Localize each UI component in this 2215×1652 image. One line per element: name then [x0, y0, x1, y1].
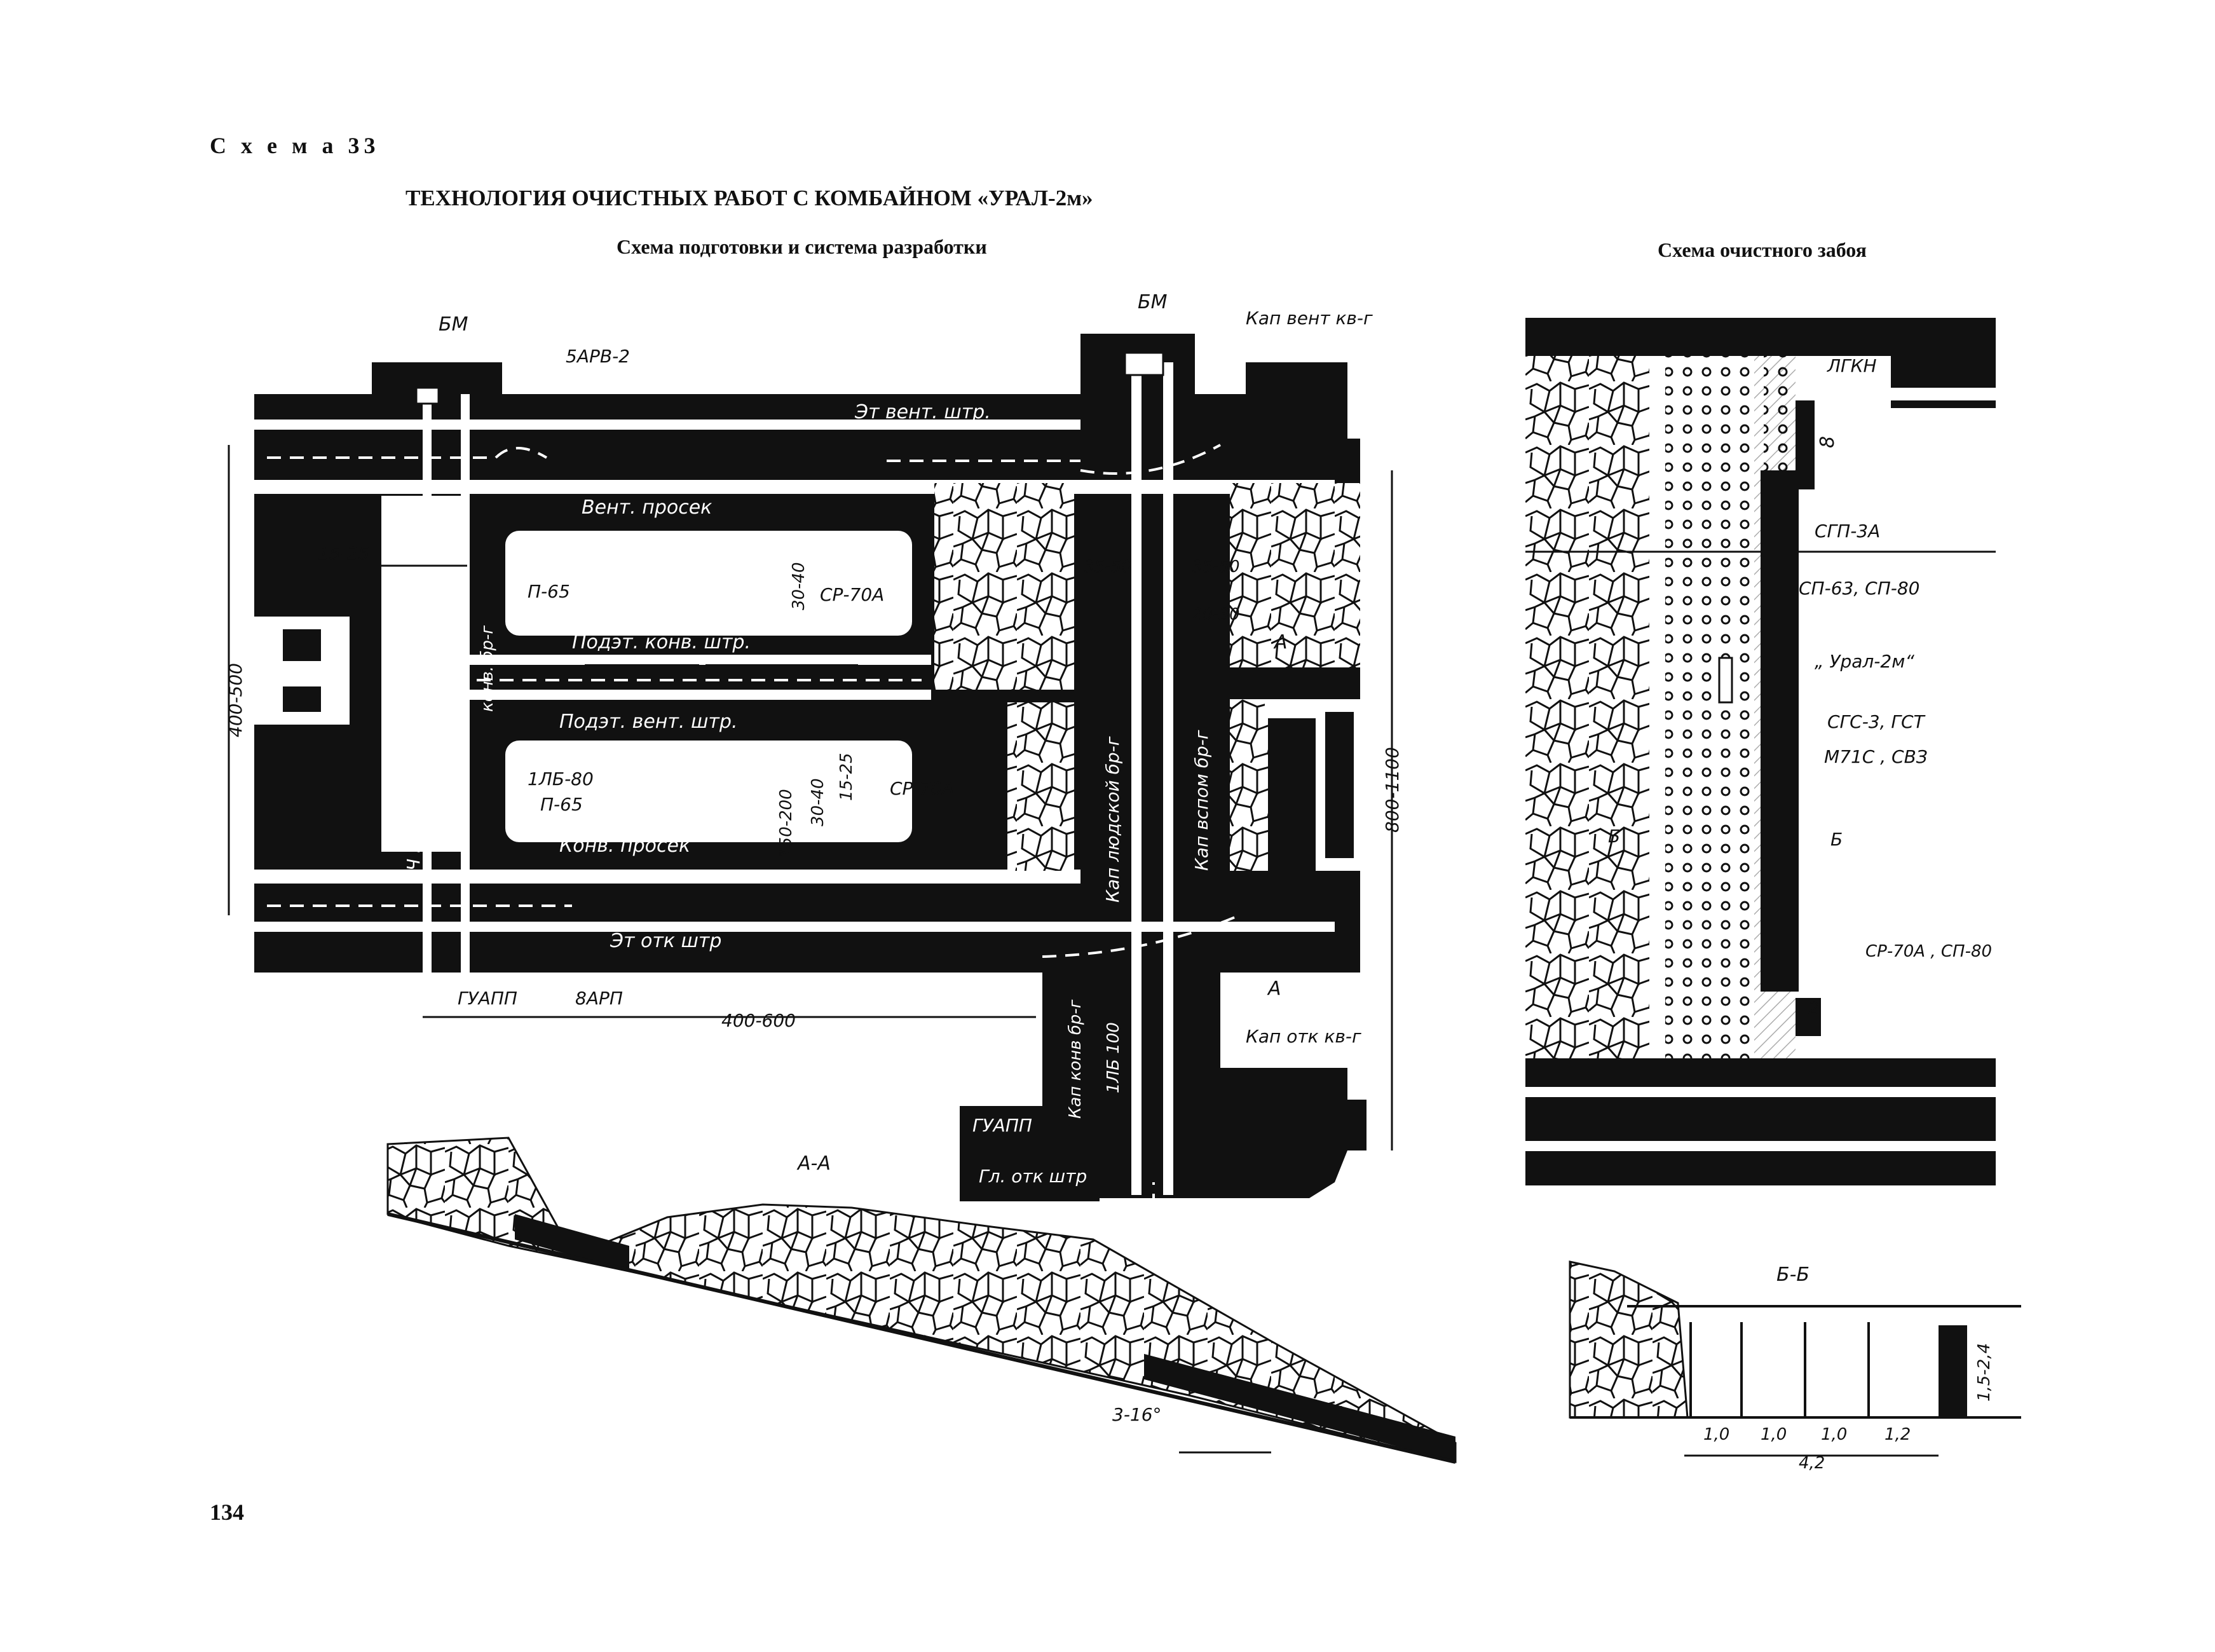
dim-total: 4,2 [1799, 1454, 1825, 1473]
sr70a-a-label: СР-70А [820, 584, 884, 605]
kap-lyud-label: Кап людской бр-г [1102, 736, 1123, 903]
bm-left-label: БМ [439, 313, 468, 336]
sgs-label: СГС-3, ГСТ [1827, 711, 1926, 732]
main-plan [254, 334, 1366, 1208]
p65-a-label: П-65 [528, 581, 570, 602]
guapp-b-label: ГУАПП [972, 1115, 1032, 1136]
subtitle-right: Схема очистного забоя [1658, 238, 1867, 261]
dim-35-50-a: 35-50 [1084, 557, 1132, 577]
dim-20-30: 20-30 [1192, 605, 1240, 624]
gl-otk-label: Гл. отк штр [979, 1166, 1087, 1187]
dim-lines [228, 445, 1393, 1150]
section-aa-title: А-А [796, 1152, 831, 1175]
dim-35-50-b: 35-50 [1192, 557, 1240, 577]
w8-label: 8 [1816, 436, 1839, 448]
height-label: 1,5-2,4 [1975, 1343, 1994, 1402]
lb80-label: 1ЛБ-80 [528, 768, 594, 789]
et-vent-label: Эт вент. штр. [854, 401, 991, 423]
m71-label: М71С , СВЗ [1824, 746, 1928, 767]
p65-b-label: П-65 [540, 794, 583, 815]
podet-konv-label: Подэт. конв. штр. [572, 631, 751, 653]
dim-d1: 1,0 [1703, 1425, 1729, 1444]
guapp-a-label: ГУАПП [458, 988, 517, 1009]
ural-label: „ Урал-2м“ [1815, 651, 1914, 672]
ch-vspom-label: Ч вспом. бр-г [403, 747, 424, 871]
page-number: 134 [210, 1499, 244, 1525]
section-aa: А-А 3-16° [386, 1137, 1457, 1464]
bm-right-label: БМ [1138, 291, 1168, 313]
w2-label: 2 [1808, 999, 1819, 1018]
section-bb-title: Б-Б [1776, 1264, 1809, 1286]
dim-d4: 1,2 [1884, 1425, 1911, 1444]
b-left-label: Б [1608, 826, 1620, 847]
sr70-label: СР-70А , СП-80 [1865, 942, 1992, 961]
sr70a-b-label: СР-70А [890, 778, 954, 799]
page-title: ТЕХНОЛОГИЯ ОЧИСТНЫХ РАБОТ С КОМБАЙНОМ «У… [406, 186, 1093, 210]
vent-prosek-label: Вент. просек [582, 496, 712, 519]
dim-15-25-b: 15-25 [837, 753, 856, 801]
kap-vspom-label: Кап вспом бр-г [1191, 730, 1212, 871]
section-bb: Б-Б 1,5-2,4 1,0 1,0 1,0 1,2 4,2 [1569, 1260, 2021, 1473]
dim-d3: 1,0 [1821, 1425, 1847, 1444]
dim-30-40-b: 30-40 [808, 778, 828, 826]
dim-15-25-a: 15-25 [318, 543, 369, 564]
lgkn-label: ЛГКН [1827, 355, 1877, 376]
arp8-label: 8АРП [575, 988, 623, 1009]
main-plan-labels: БМ БМ 5АРВ-2 Кап вент кв-г Эт вент. штр.… [225, 291, 1403, 1187]
et-otk-label: Эт отк штр [610, 930, 721, 952]
scheme-number: С х е м а 33 [210, 133, 380, 158]
konv-prosek-label: Конв. просек [559, 835, 690, 857]
a-mark-bottom: А [1267, 978, 1281, 1000]
sgp-label: СГП-3А [1815, 521, 1880, 542]
face-scheme [1525, 318, 1996, 1185]
arv-label: 5АРВ-2 [566, 346, 630, 367]
podet-vent-label: Подэт. вент. штр. [559, 711, 737, 733]
kap-otk-label: Кап отк кв-г [1246, 1026, 1361, 1047]
angle-label: 3-16° [1112, 1404, 1162, 1425]
a-mark-top: А [1273, 631, 1288, 653]
lb100-label: 1ЛБ 100 [1104, 1022, 1123, 1093]
dim-d2: 1,0 [1761, 1425, 1787, 1444]
sp63-label: СП-63, СП-80 [1799, 578, 1919, 599]
subtitle-left: Схема подготовки и система разработки [617, 235, 987, 258]
kap-vent-label: Кап вент кв-г [1246, 308, 1373, 329]
kap-konv-label: Кап конв бр-г [1066, 999, 1085, 1119]
konv-br-label: конв. бр-г [478, 625, 497, 712]
dim-150-200: 150-200 [777, 789, 796, 858]
dim-400-600: 400-600 [721, 1010, 796, 1031]
dim-30-40-a: 30-40 [789, 562, 808, 610]
b-right-label: Б [1830, 829, 1843, 850]
face-scheme-labels: ЛГКН 8 СГП-3А СП-63, СП-80 „ Урал-2м“ СГ… [1608, 355, 1992, 1018]
